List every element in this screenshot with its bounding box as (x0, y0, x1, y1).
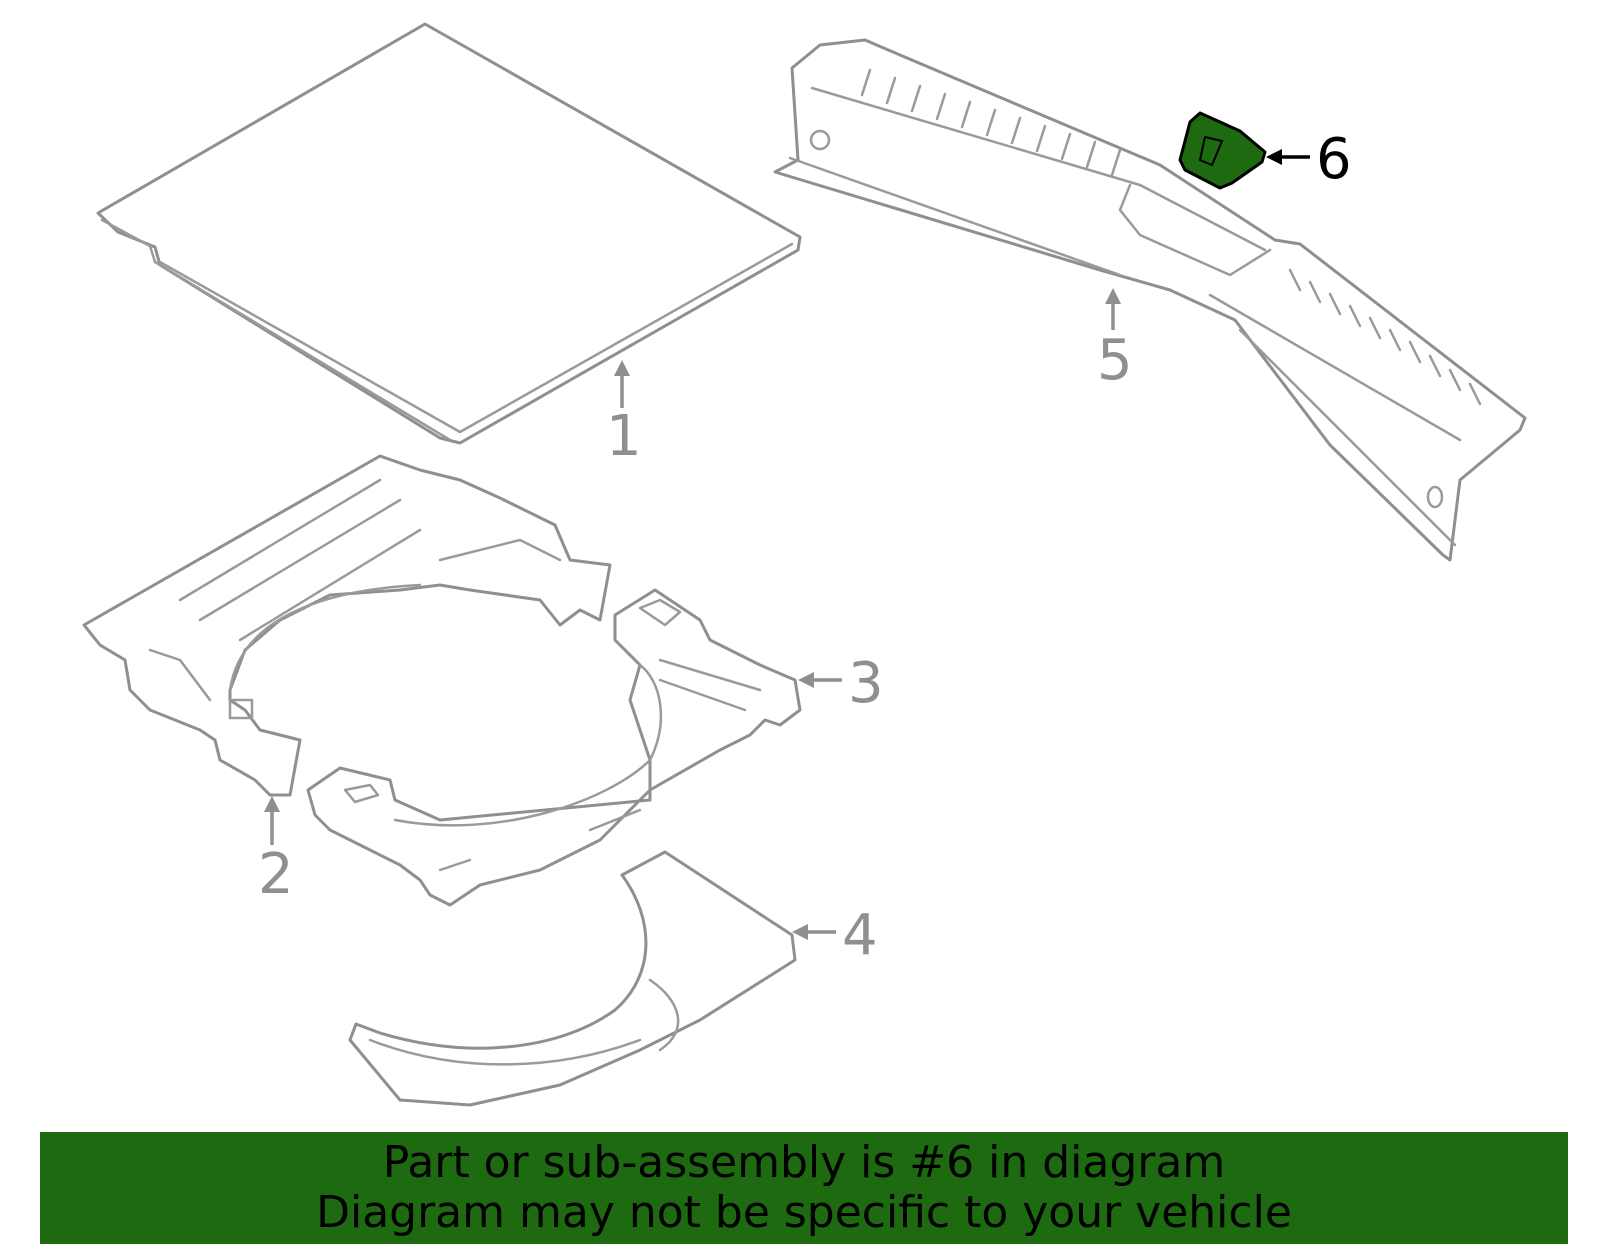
callout-5: 5 (1097, 328, 1133, 393)
callout-1: 1 (606, 404, 642, 469)
callout-arrow-1 (614, 360, 630, 408)
callout-2: 2 (258, 842, 294, 907)
callout-arrow-5 (1105, 288, 1121, 330)
part-4-trim-cover (348, 850, 797, 1107)
part-3-carrier-frame (306, 588, 802, 907)
callout-4: 4 (842, 903, 878, 968)
callout-arrow-2 (264, 796, 280, 845)
banner-line-1: Part or sub-assembly is #6 in diagram (382, 1137, 1226, 1188)
part-1-floor-panel (96, 22, 802, 445)
callout-arrow-4 (792, 924, 836, 940)
callout-3: 3 (848, 651, 884, 716)
part-6-highlighted-bracket (1178, 111, 1267, 190)
banner-line-2: Diagram may not be specific to your vehi… (316, 1187, 1292, 1238)
part-5-sill-trim (773, 38, 1527, 562)
part-2-storage-tray (82, 454, 612, 797)
callout-arrow-3 (798, 672, 842, 688)
info-banner: Part or sub-assembly is #6 in diagram Di… (40, 1132, 1568, 1244)
callout-arrow-6 (1266, 149, 1310, 165)
callout-6: 6 (1316, 127, 1352, 192)
